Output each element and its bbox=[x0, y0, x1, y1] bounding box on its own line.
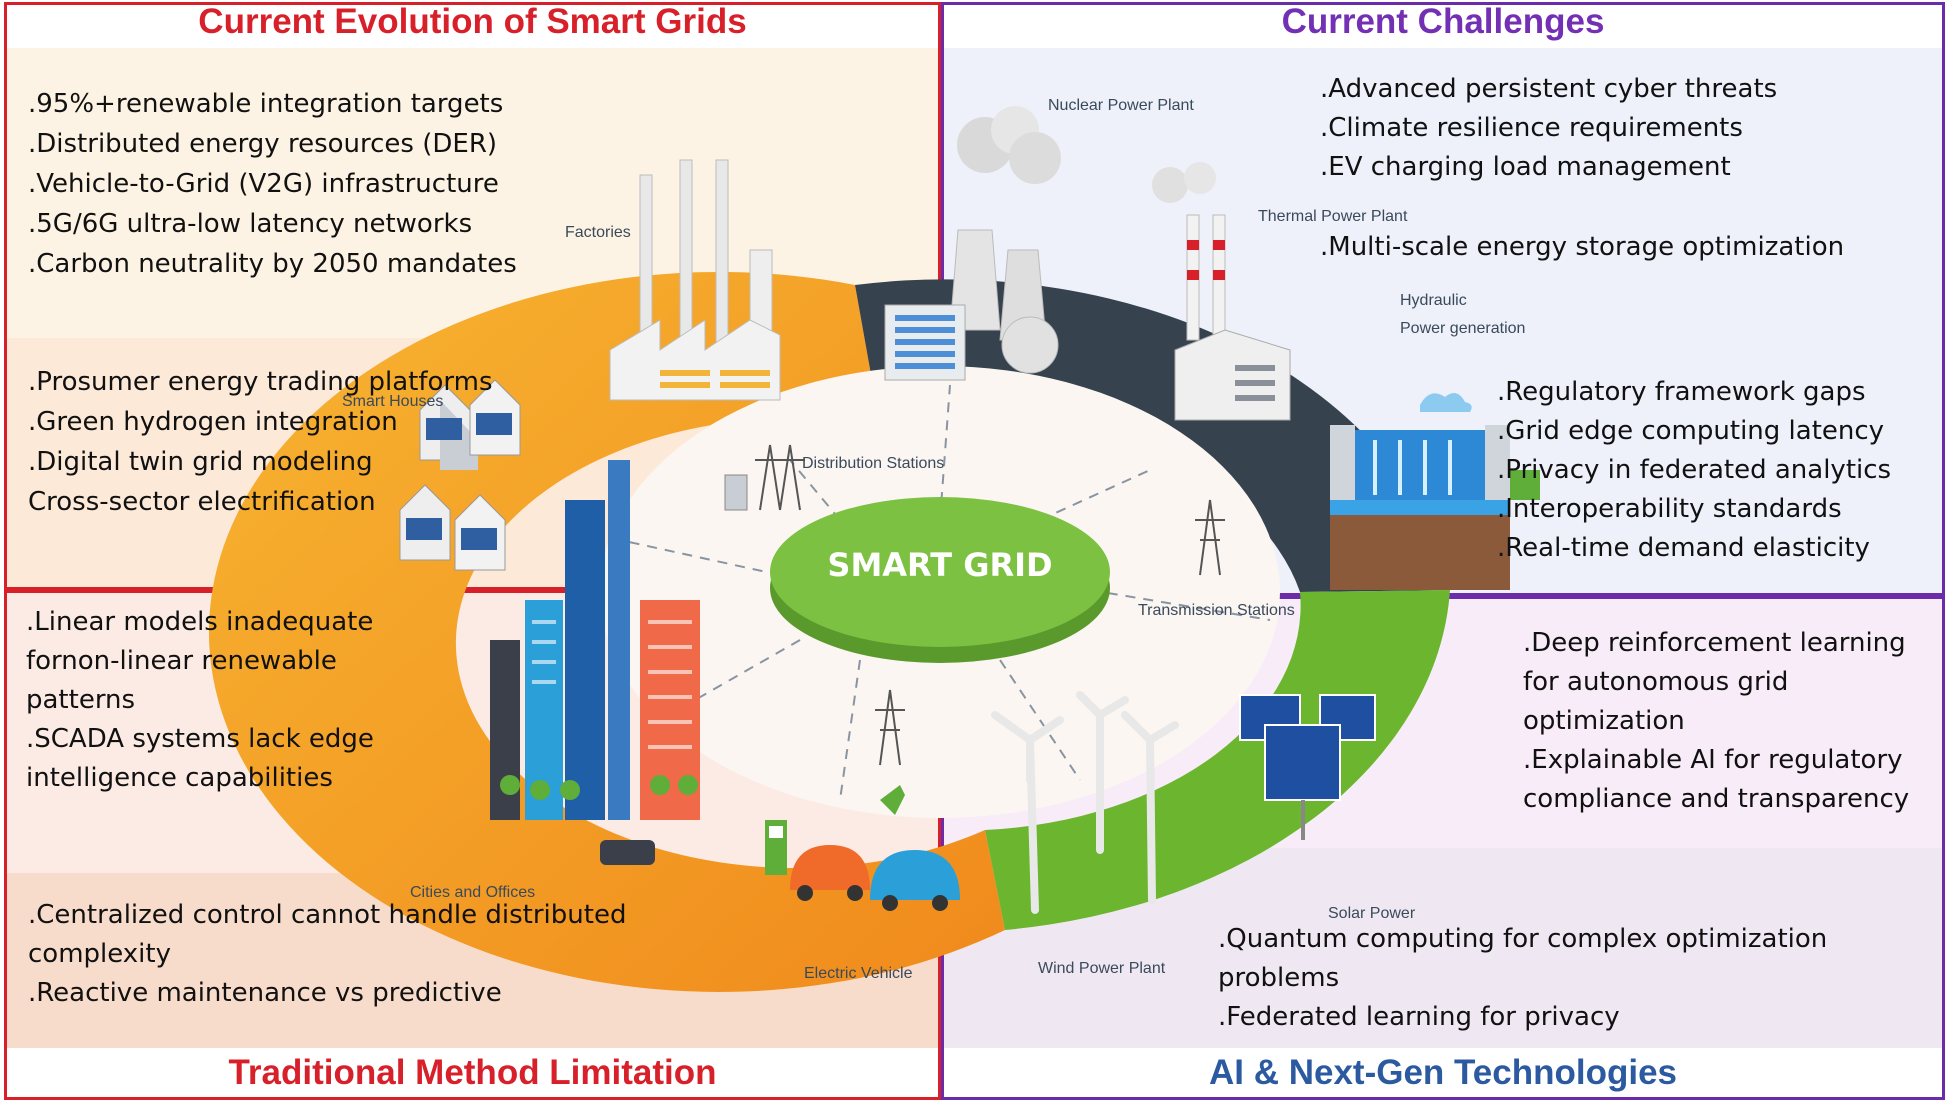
title-current-challenges: Current Challenges bbox=[1281, 2, 1605, 41]
list-item: Cross-sector electrification bbox=[28, 487, 376, 517]
smart-houses-icon bbox=[399, 379, 521, 571]
label-factories: Factories bbox=[565, 224, 631, 241]
city-buildings-icon bbox=[490, 460, 700, 865]
list-item: .Vehicle-to-Grid (V2G) infrastructure bbox=[28, 169, 499, 199]
label-hydraulic-1: Hydraulic bbox=[1400, 292, 1467, 309]
ai-list-a: .Deep reinforcement learning for autonom… bbox=[1523, 624, 1943, 819]
list-item: .Advanced persistent cyber threats bbox=[1320, 74, 1778, 104]
nuclear-plant-icon bbox=[884, 106, 1061, 381]
limitation-list-b: .Centralized control cannot handle distr… bbox=[28, 896, 768, 1013]
center-label: SMART GRID bbox=[827, 546, 1053, 584]
label-solar: Solar Power bbox=[1328, 905, 1416, 922]
ring-segment-orange bbox=[208, 271, 1005, 992]
evolution-list-b: .Prosumer energy trading platforms .Gree… bbox=[28, 362, 492, 522]
list-item: .Distributed energy resources (DER) bbox=[28, 129, 498, 159]
list-item: .Prosumer energy trading platforms bbox=[28, 367, 493, 397]
list-item: .SCADA systems lack edge intelligence ca… bbox=[26, 724, 374, 793]
list-item: .EV charging load management bbox=[1320, 152, 1731, 182]
list-item: .Digital twin grid modeling bbox=[28, 447, 373, 477]
list-item: .Quantum computing for complex optimizat… bbox=[1218, 924, 1828, 993]
list-item: .Green hydrogen integration bbox=[28, 407, 398, 437]
substation-icon bbox=[724, 474, 748, 511]
list-item: .Grid edge computing latency bbox=[1497, 416, 1885, 446]
limitation-list-a: .Linear models inadequate fornon-linear … bbox=[26, 603, 446, 798]
list-item: .Climate resilience requirements bbox=[1320, 113, 1743, 143]
list-item: .Real-time demand elasticity bbox=[1497, 533, 1870, 563]
list-item: .5G/6G ultra-low latency networks bbox=[28, 209, 473, 239]
label-transmission: Transmission Stations bbox=[1138, 602, 1295, 619]
thermal-plant-icon bbox=[1152, 162, 1291, 421]
panel-traditional-limitation bbox=[4, 590, 941, 1100]
list-item: .Centralized control cannot handle distr… bbox=[28, 900, 627, 969]
label-distribution: Distribution Stations bbox=[802, 455, 945, 472]
list-item: .Multi-scale energy storage optimization bbox=[1320, 232, 1845, 262]
solar-panels-icon bbox=[1239, 694, 1376, 840]
list-item: .Regulatory framework gaps bbox=[1497, 377, 1866, 407]
label-thermal: Thermal Power Plant bbox=[1258, 208, 1408, 225]
wind-turbines-icon bbox=[991, 691, 1179, 914]
center-platform bbox=[770, 497, 1110, 647]
evolution-list-a: .95%+renewable integration targets .Dist… bbox=[28, 84, 517, 284]
label-smart-houses: Smart Houses bbox=[342, 393, 444, 410]
list-item: .Deep reinforcement learning for autonom… bbox=[1523, 628, 1906, 736]
list-item: .Privacy in federated analytics bbox=[1497, 455, 1892, 485]
title-traditional-limitation: Traditional Method Limitation bbox=[228, 1053, 717, 1092]
factory-icon bbox=[609, 159, 781, 401]
list-item: .Federated learning for privacy bbox=[1218, 1002, 1620, 1032]
label-hydraulic-2: Power generation bbox=[1400, 320, 1526, 337]
list-item: .Reactive maintenance vs predictive bbox=[28, 978, 502, 1008]
list-item: .Carbon neutrality by 2050 mandates bbox=[28, 249, 517, 279]
pylons-icon bbox=[755, 444, 1225, 766]
list-item: .95%+renewable integration targets bbox=[28, 89, 504, 119]
electric-vehicles-icon bbox=[765, 785, 960, 911]
ai-list-b: .Quantum computing for complex optimizat… bbox=[1218, 920, 1938, 1037]
label-nuclear: Nuclear Power Plant bbox=[1048, 97, 1194, 114]
list-item: .Linear models inadequate fornon-linear … bbox=[26, 607, 374, 715]
title-current-evolution: Current Evolution of Smart Grids bbox=[198, 2, 747, 41]
list-item: .Interoperability standards bbox=[1497, 494, 1842, 524]
challenges-list-b: .Multi-scale energy storage optimization bbox=[1320, 228, 1844, 267]
challenges-list-c: .Regulatory framework gaps .Grid edge co… bbox=[1497, 373, 1891, 568]
label-cities: Cities and Offices bbox=[410, 884, 536, 901]
title-ai-next-gen: AI & Next-Gen Technologies bbox=[1208, 1053, 1678, 1092]
label-ev: Electric Vehicle bbox=[804, 965, 913, 982]
hydro-dam-icon bbox=[1330, 393, 1540, 590]
label-wind: Wind Power Plant bbox=[1038, 960, 1166, 977]
list-item: .Explainable AI for regulatory complianc… bbox=[1523, 745, 1910, 814]
challenges-list-a: .Advanced persistent cyber threats .Clim… bbox=[1320, 70, 1777, 187]
